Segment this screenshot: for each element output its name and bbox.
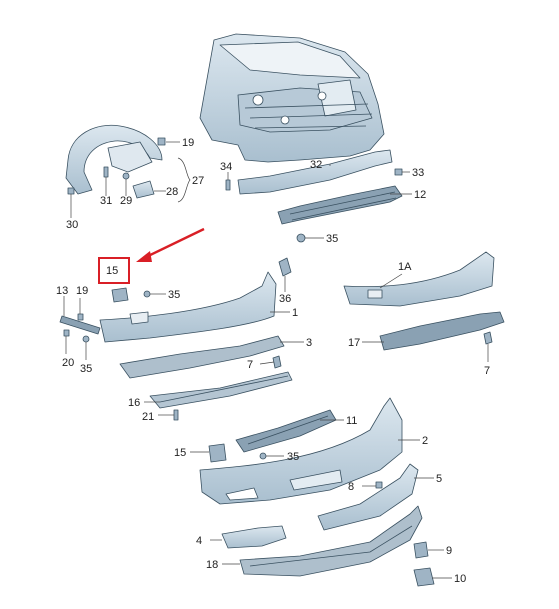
highlight-box-label: 15 — [106, 265, 118, 277]
callout-4: 4 — [196, 535, 202, 547]
wheel-arch-liner — [65, 124, 163, 195]
energy-absorber-12 — [277, 185, 403, 225]
clip-35-left — [82, 335, 90, 343]
bracket-15 — [111, 287, 129, 303]
leader-lines — [63, 141, 489, 579]
highlight-box-15: 15 — [98, 257, 130, 284]
callout-20: 20 — [62, 357, 74, 369]
screw-34 — [225, 179, 231, 191]
callout-12: 12 — [414, 189, 426, 201]
callout-labels: 19 27 28 29 31 30 34 32 33 12 35 35 36 1… — [56, 137, 490, 585]
callout-8: 8 — [348, 481, 354, 493]
clip-35-top — [296, 233, 306, 243]
bracket-15-lower — [208, 443, 227, 463]
screw-21 — [173, 409, 179, 421]
callout-15-lower: 15 — [174, 447, 186, 459]
bumper-cover-2 — [199, 397, 403, 505]
callout-9: 9 — [446, 545, 452, 557]
callout-27: 27 — [192, 175, 204, 187]
diffuser-18 — [239, 505, 423, 577]
callout-28: 28 — [166, 186, 178, 198]
callout-5: 5 — [436, 473, 442, 485]
bracket-36 — [278, 257, 292, 277]
callout-16: 16 — [128, 397, 140, 409]
trim-5 — [317, 463, 419, 531]
clip-8 — [375, 481, 383, 489]
reinforcement-11 — [235, 409, 337, 453]
callout-35-left: 35 — [80, 363, 92, 375]
callout-36: 36 — [279, 293, 291, 305]
bumper-carrier-32 — [237, 149, 393, 195]
nut-33 — [394, 168, 403, 176]
callout-18: 18 — [206, 559, 218, 571]
callout-32: 32 — [310, 159, 322, 171]
callout-3: 3 — [306, 337, 312, 349]
callout-35-top: 35 — [326, 233, 338, 245]
callout-29: 29 — [120, 195, 132, 207]
callout-11: 11 — [346, 415, 357, 427]
spoiler-1A — [343, 251, 495, 307]
bumper-cover-1 — [99, 271, 277, 343]
car-body-rear — [199, 33, 385, 163]
bracket-9 — [413, 541, 429, 559]
callout-35-mid: 35 — [168, 289, 180, 301]
callout-17: 17 — [348, 337, 360, 349]
callout-21: 21 — [142, 411, 154, 423]
diffuser-trim-17 — [379, 311, 505, 351]
trim-strip-13 — [59, 315, 101, 335]
screw-31 — [103, 166, 109, 178]
callout-7-left: 7 — [247, 359, 253, 371]
callout-35-lower: 35 — [287, 451, 299, 463]
bracket-10 — [413, 567, 435, 587]
bracket-28 — [132, 180, 155, 199]
callout-1A: 1A — [398, 261, 412, 273]
clip-20 — [63, 329, 70, 337]
callout-19-top: 19 — [182, 137, 194, 149]
lower-trim-3 — [119, 335, 285, 379]
clip-35-mid — [143, 290, 151, 298]
clip-29 — [122, 172, 130, 180]
clip-19-top — [157, 137, 166, 146]
callout-19-left: 19 — [76, 285, 88, 297]
callout-31: 31 — [100, 195, 112, 207]
clip-19-left — [77, 313, 84, 321]
callout-34: 34 — [220, 161, 232, 173]
clip-30 — [67, 187, 75, 195]
red-arrow-pointer — [136, 227, 205, 262]
callout-33: 33 — [412, 167, 424, 179]
callout-2: 2 — [422, 435, 428, 447]
clip-7-right — [483, 331, 493, 345]
callout-10: 10 — [454, 573, 466, 585]
clip-35-lower — [259, 452, 267, 460]
trim-4 — [221, 525, 287, 549]
callout-30: 30 — [66, 219, 78, 231]
callout-13: 13 — [56, 285, 68, 297]
clip-7-left — [272, 355, 282, 369]
callout-1: 1 — [292, 307, 298, 319]
callout-7-right: 7 — [484, 365, 490, 377]
lower-grille-16 — [149, 371, 293, 409]
